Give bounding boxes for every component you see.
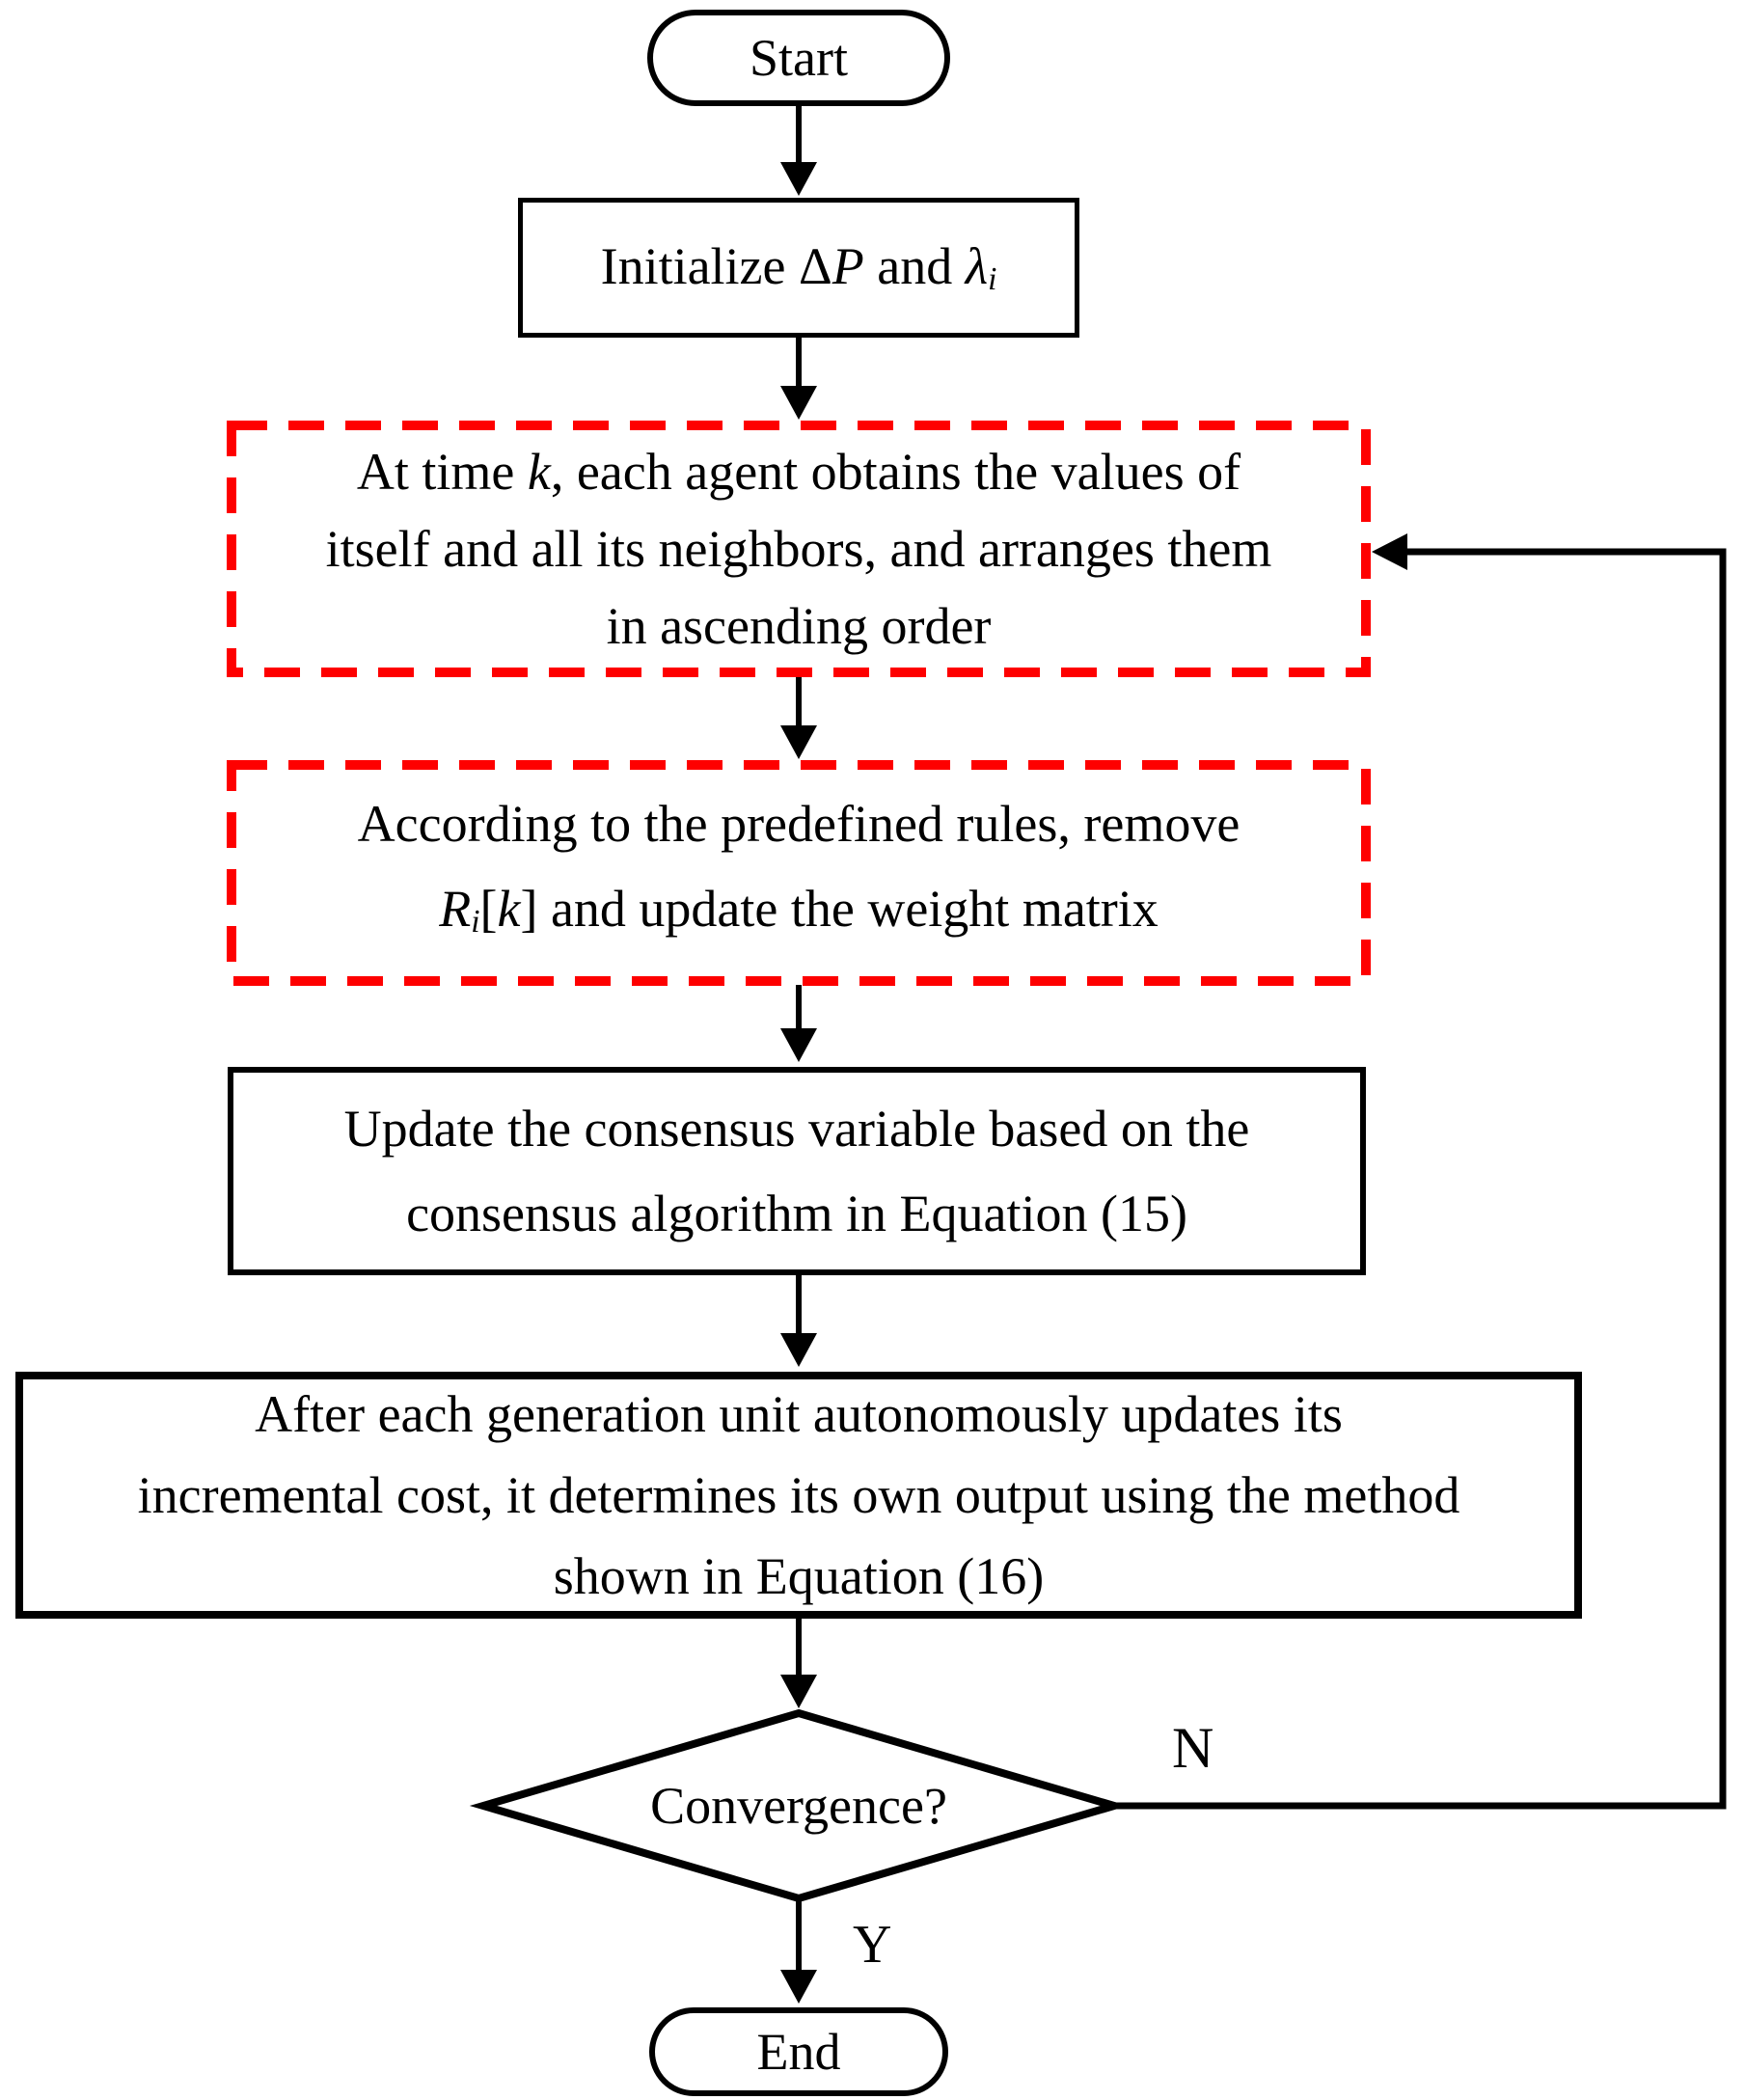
arrowhead-down-icon	[780, 725, 817, 759]
consensus-box: Update the consensus variable based on t…	[228, 1067, 1366, 1275]
output-line3: shown in Equation (16)	[553, 1547, 1045, 1605]
arrowhead-down-icon	[780, 1675, 817, 1708]
output-line2: incremental cost, it determines its own …	[137, 1466, 1460, 1524]
output-line1: After each generation unit autonomously …	[255, 1385, 1343, 1443]
start-label: Start	[750, 29, 848, 87]
output-box: After each generation unit autonomously …	[15, 1372, 1582, 1619]
start-terminal: Start	[647, 10, 950, 106]
edge-start-initialize	[780, 106, 817, 196]
no-edge-label: N	[1172, 1716, 1214, 1780]
arrowhead-down-icon	[780, 162, 817, 196]
remove-box-dashed-border	[227, 760, 1371, 986]
edge-decision-yes-end	[780, 1898, 817, 2004]
decision-label: Convergence?	[650, 1777, 947, 1835]
edge-consensus-output	[780, 1275, 817, 1367]
arrowhead-down-icon	[780, 386, 817, 420]
initialize-label: Initialize ΔP and λi	[600, 237, 997, 298]
edge-initialize-gather	[780, 338, 817, 420]
edge-output-decision	[780, 1619, 817, 1708]
gather-box: At time k, each agent obtains the values…	[246, 440, 1351, 658]
edge-remove-consensus	[780, 985, 817, 1062]
remove-box: According to the predefined rules, remov…	[246, 779, 1351, 967]
arrowhead-down-icon	[780, 1333, 817, 1367]
gather-line2: itself and all its neighbors, and arrang…	[325, 520, 1272, 578]
yes-edge-label: Y	[853, 1915, 892, 1975]
gather-box-dashed-border	[227, 421, 1371, 677]
arrowhead-left-icon	[1372, 533, 1407, 570]
end-label: End	[756, 2023, 841, 2081]
gather-line3: in ascending order	[606, 597, 992, 655]
remove-line2: Ri[k] and update the weight matrix	[439, 879, 1159, 940]
arrowhead-down-icon	[780, 1028, 817, 1062]
edge-decision-no-feedback	[1114, 533, 1727, 1810]
end-terminal: End	[649, 2007, 948, 2096]
edge-gather-remove	[780, 677, 817, 759]
arrowhead-down-icon	[780, 1970, 817, 2004]
remove-line1: According to the predefined rules, remov…	[357, 794, 1241, 853]
consensus-line2: consensus algorithm in Equation (15)	[406, 1185, 1187, 1242]
gather-line1: At time k, each agent obtains the values…	[356, 443, 1241, 501]
consensus-line1: Update the consensus variable based on t…	[343, 1100, 1250, 1158]
initialize-box: Initialize ΔP and λi	[518, 198, 1079, 338]
